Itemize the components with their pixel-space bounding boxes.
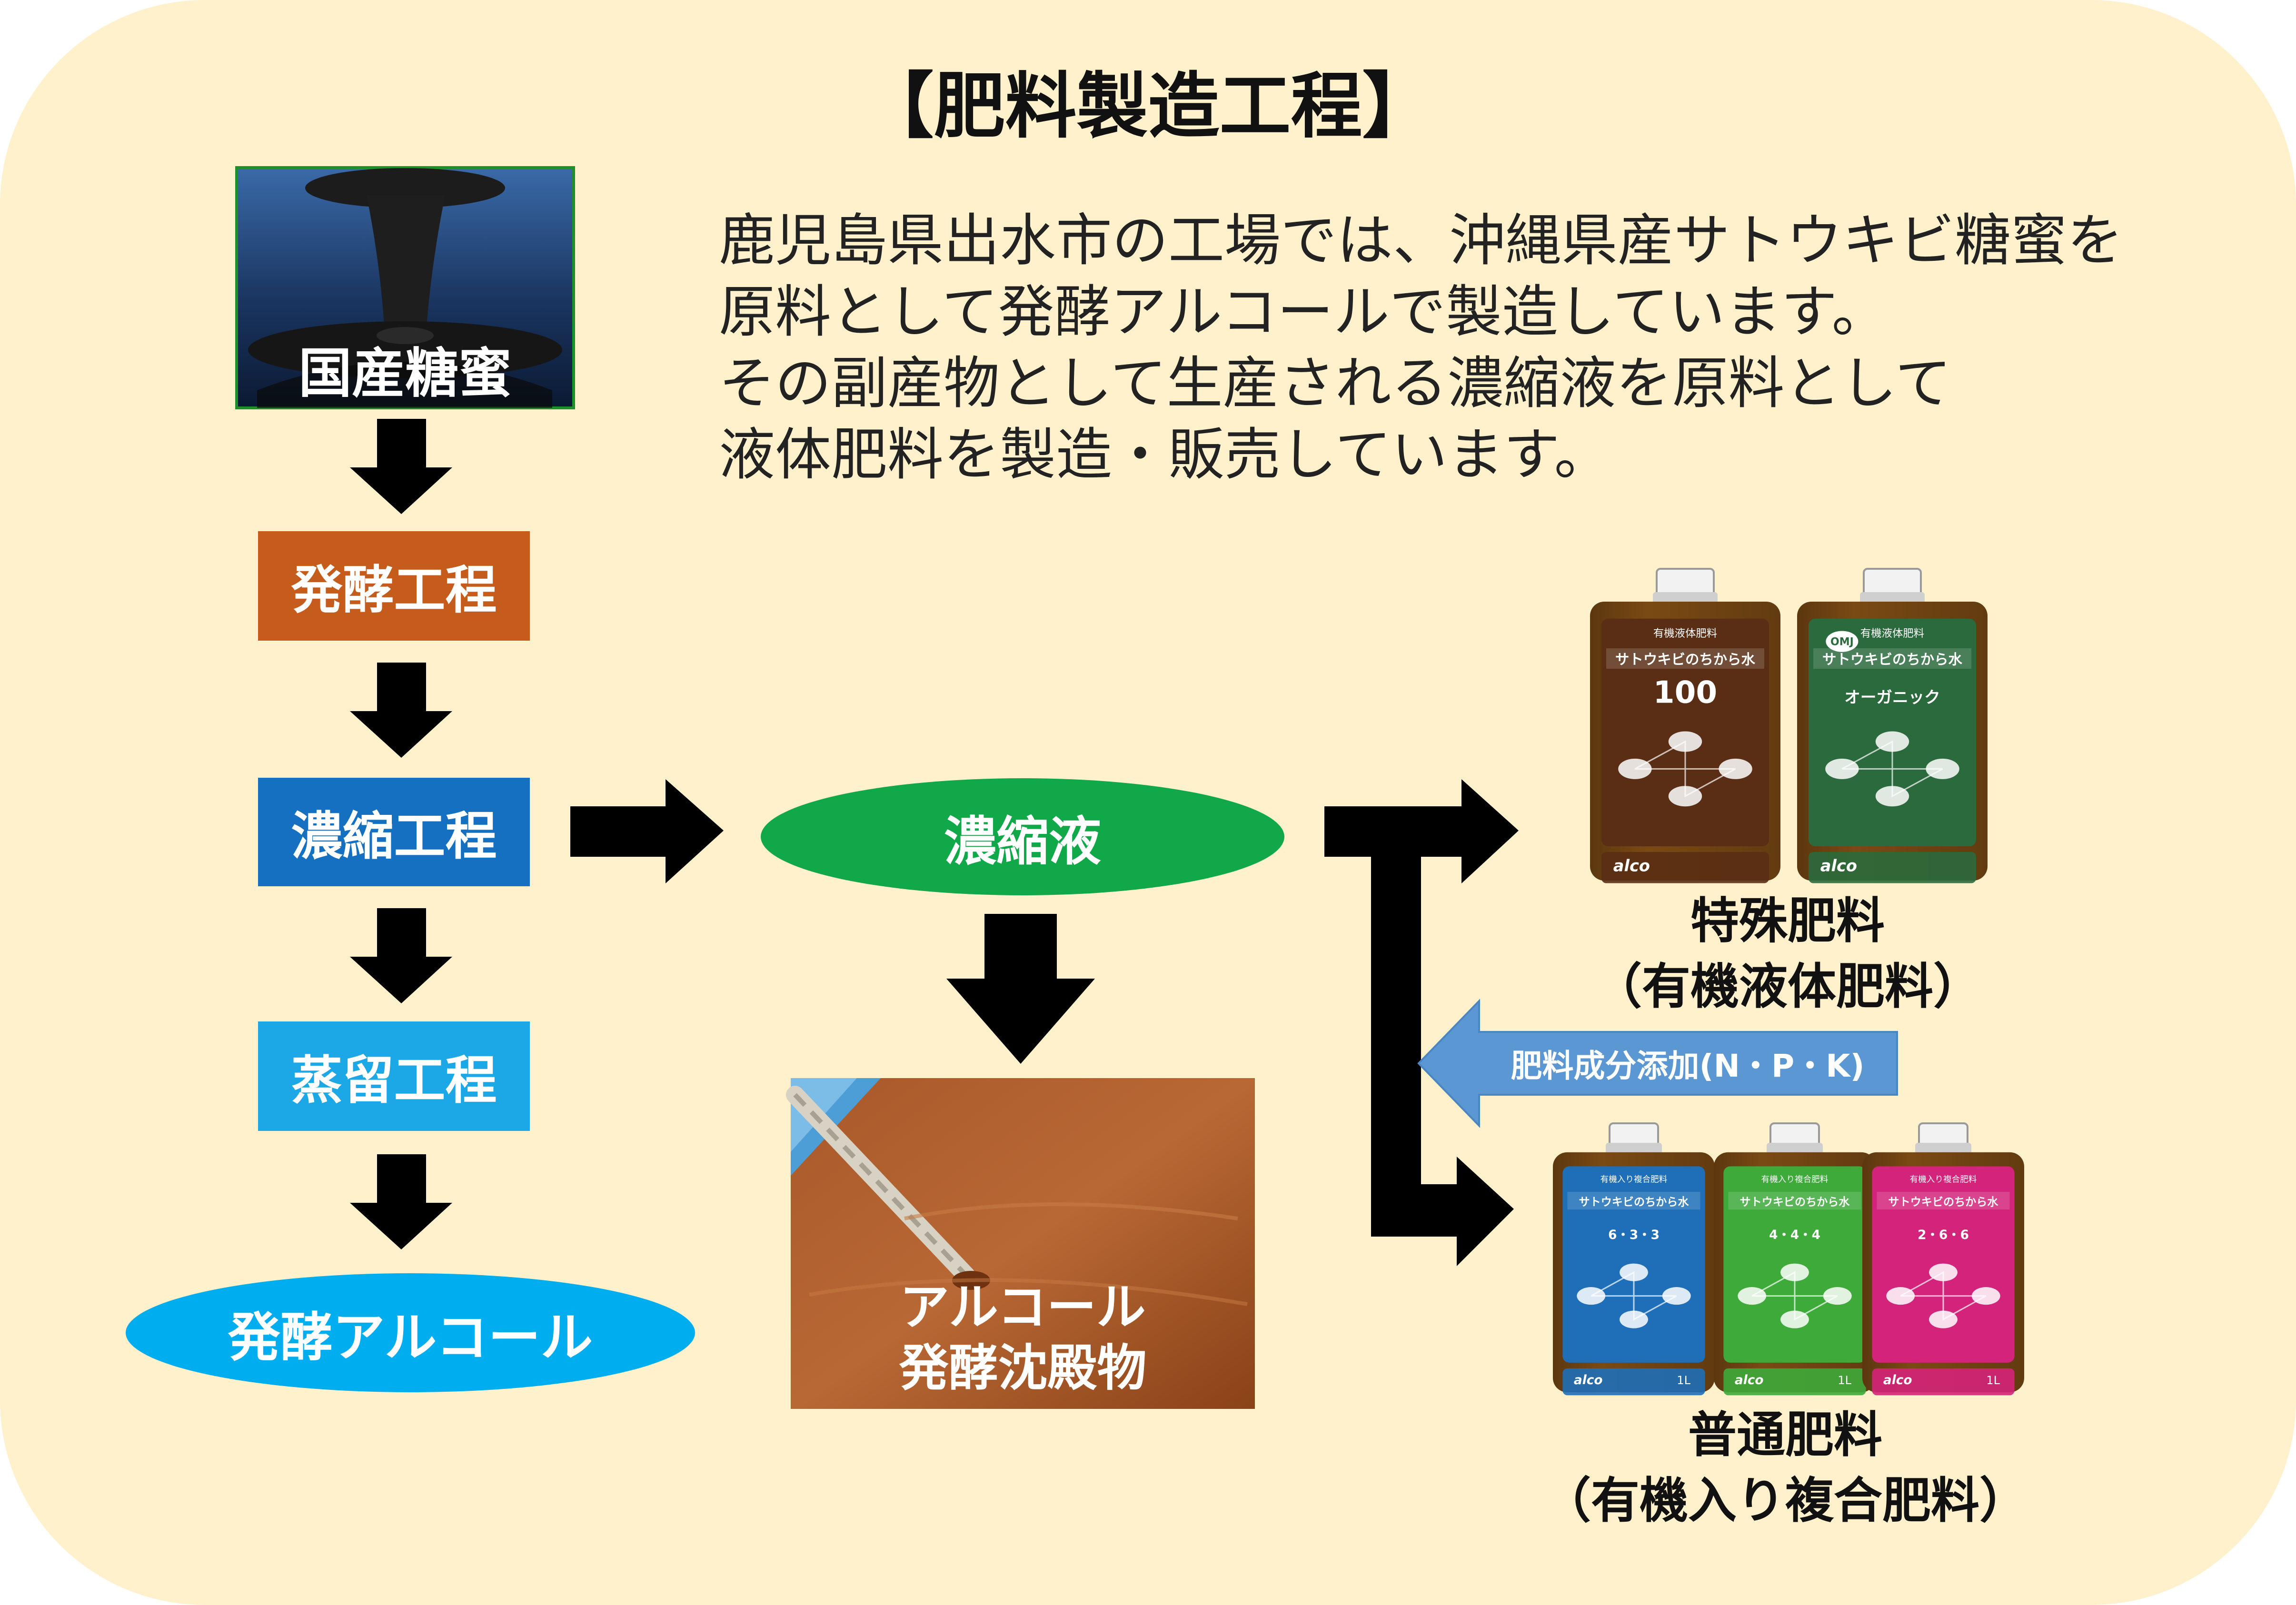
- bottle-brand: サトウキビのちから水: [1615, 651, 1756, 667]
- additive-label: 肥料成分添加(N・P・K): [1511, 1048, 1865, 1084]
- concentrate-oval: [761, 778, 1284, 895]
- sediment-label-line: 発酵沈殿物: [899, 1339, 1147, 1397]
- sediment-photo: [786, 1078, 1255, 1409]
- description-line: 原料として発酵アルコールで製造しています。: [719, 279, 1888, 345]
- fermentation-step-box: [258, 531, 530, 641]
- arrow-branch-normal: [1371, 857, 1514, 1266]
- bottle-variant: オーガニック: [1844, 688, 1940, 707]
- bottle-volume: 1L: [1838, 1374, 1851, 1387]
- sediment-label-line: アルコール: [900, 1278, 1146, 1336]
- bottle-small-text: 有機入り複合肥料: [1600, 1175, 1668, 1184]
- arrow-down-sediment: [946, 914, 1095, 1064]
- alcohol-oval: [126, 1273, 695, 1392]
- bottle-maker-logo: alco: [1820, 856, 1857, 875]
- bottle-variant: 100: [1653, 675, 1717, 711]
- molasses-label: 国産糖蜜: [298, 343, 512, 405]
- special-fertilizer-caption: 特殊肥料 （有機液体肥料）: [1552, 888, 2023, 1021]
- arrow-down-3: [350, 908, 452, 1003]
- bottle-maker-logo: alco: [1735, 1373, 1764, 1387]
- fermentation-step-label: 発酵工程: [291, 561, 497, 620]
- bottle-brand: サトウキビのちから水: [1822, 651, 1963, 667]
- concentration-step-box: [258, 778, 530, 886]
- bottle-maker-logo: alco: [1574, 1373, 1603, 1387]
- concentration-step-label: 濃縮工程: [291, 807, 497, 866]
- bottle-brand: サトウキビのちから水: [1888, 1196, 1999, 1209]
- normal-fertilizer-subtitle: （有機入り複合肥料）: [1542, 1473, 2028, 1529]
- bottle-brand: サトウキビのちから水: [1740, 1196, 1850, 1209]
- concentrate-label: 濃縮液: [944, 811, 1101, 872]
- additive-arrow: [1417, 999, 1898, 1128]
- special-fertilizer-name: 特殊肥料: [1690, 893, 1885, 950]
- bottle-small-text: 有機液体肥料: [1860, 627, 1924, 640]
- bottle-small-text: 有機入り複合肥料: [1761, 1175, 1829, 1184]
- normal-fertilizer-caption: 普通肥料 （有機入り複合肥料）: [1500, 1402, 2071, 1535]
- sediment-label: アルコール 発酵沈殿物: [791, 1266, 1255, 1409]
- alcohol-label: 発酵アルコール: [228, 1307, 593, 1368]
- bottle-variant: 2・6・6: [1918, 1228, 1969, 1242]
- distillation-step-label: 蒸留工程: [291, 1051, 497, 1110]
- bottle-variant: 4・4・4: [1769, 1228, 1820, 1242]
- arrow-right-special: [1324, 779, 1519, 883]
- molasses-photo: [235, 166, 575, 409]
- bottle-badge: OMJ: [1830, 636, 1854, 648]
- bottle-maker-logo: alco: [1613, 856, 1650, 875]
- description: 鹿児島県出水市の工場では、沖縄県産サトウキビ糖蜜を 原料として発酵アルコールで製…: [719, 205, 2266, 490]
- arrow-down-4: [350, 1154, 452, 1249]
- bottle-volume: 1L: [1677, 1374, 1690, 1387]
- special-fertilizer-subtitle: （有機液体肥料）: [1593, 959, 1982, 1015]
- bottle-volume: 1L: [1986, 1374, 2000, 1387]
- distillation-step-box: [258, 1021, 530, 1131]
- normal-fertilizer-name: 普通肥料: [1688, 1407, 1882, 1464]
- arrow-right-concentrate: [570, 779, 724, 883]
- description-line: 鹿児島県出水市の工場では、沖縄県産サトウキビ糖蜜を: [719, 208, 2124, 273]
- description-line: 液体肥料を製造・販売しています。: [719, 422, 1610, 487]
- description-line: その副産物として生産される濃縮液を原料として: [719, 350, 1951, 416]
- bottle-brand: サトウキビのちから水: [1579, 1196, 1690, 1209]
- arrow-down-2: [350, 663, 452, 758]
- bottle-maker-logo: alco: [1883, 1373, 1912, 1387]
- bottle-small-text: 有機入り複合肥料: [1910, 1175, 1977, 1184]
- bottle-small-text: 有機液体肥料: [1653, 627, 1717, 640]
- diagram-title: 【肥料製造工程】: [862, 65, 1434, 148]
- bottle-variant: 6・3・3: [1608, 1228, 1660, 1242]
- arrow-down-1: [350, 419, 452, 514]
